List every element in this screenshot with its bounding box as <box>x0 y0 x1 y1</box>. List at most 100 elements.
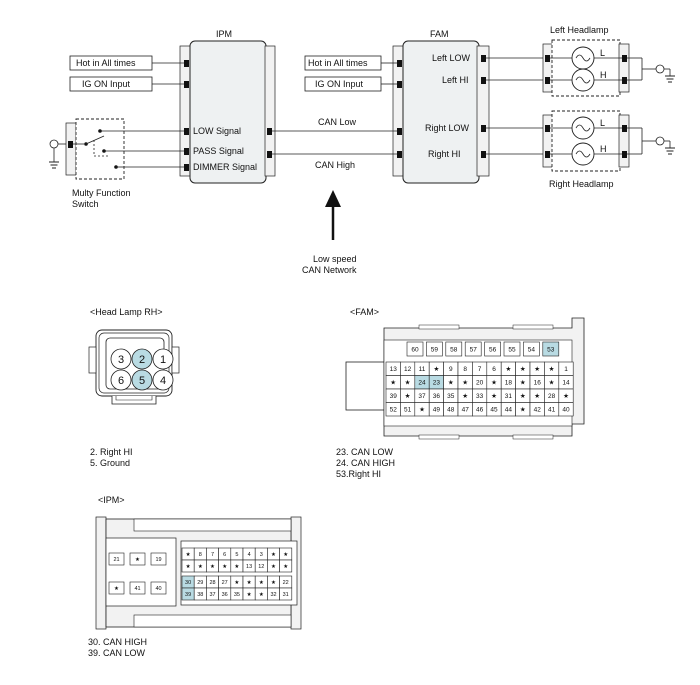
connector-pin: 35 <box>230 587 244 601</box>
connector-pin: 19 <box>150 552 167 566</box>
connector-pin: 46 <box>472 402 488 417</box>
connector-pin: ★ <box>515 375 531 390</box>
fam-pin-right-low: Right LOW <box>425 123 470 133</box>
can-high-label: CAN High <box>315 160 356 170</box>
svg-text:★: ★ <box>222 563 227 570</box>
connector-pin: ★ <box>544 361 560 376</box>
connector-pin: ★ <box>385 375 401 390</box>
svg-text:49: 49 <box>433 407 441 414</box>
right-headlamp <box>542 110 630 172</box>
connector-pin: 36 <box>428 388 444 403</box>
connector-pin: 39 <box>385 388 401 403</box>
svg-text:1: 1 <box>160 354 166 366</box>
svg-text:★: ★ <box>247 591 252 598</box>
wires <box>124 57 545 168</box>
ipm-connector-note: 39. CAN LOW <box>88 648 146 658</box>
svg-text:7: 7 <box>478 366 482 373</box>
connector-pin: 44 <box>500 402 516 417</box>
svg-text:52: 52 <box>390 407 398 414</box>
svg-text:3: 3 <box>260 552 263 558</box>
ipm-pin-dimmer: DIMMER Signal <box>193 162 258 172</box>
fam-connector-note: 24. CAN HIGH <box>336 458 396 468</box>
svg-text:★: ★ <box>520 365 526 373</box>
svg-text:53: 53 <box>547 346 555 353</box>
svg-text:41: 41 <box>548 407 556 414</box>
svg-text:55: 55 <box>508 346 516 353</box>
supply-boxes <box>69 55 382 92</box>
svg-text:9: 9 <box>449 366 453 373</box>
svg-text:36: 36 <box>222 592 228 598</box>
connector-pin: ★ <box>230 575 244 589</box>
ground-icon <box>49 139 66 169</box>
connector-pin: ★ <box>108 581 125 595</box>
svg-text:★: ★ <box>247 579 252 586</box>
connector-pin: 2 <box>131 348 153 370</box>
ground-icon <box>655 64 675 83</box>
svg-text:★: ★ <box>114 585 119 592</box>
connector-pin: ★ <box>400 375 416 390</box>
switch-label-line1: Multy Function <box>72 188 131 198</box>
connector-pin: 5 <box>230 547 244 561</box>
svg-text:★: ★ <box>433 365 439 373</box>
svg-text:★: ★ <box>534 365 540 373</box>
svg-text:★: ★ <box>234 579 239 586</box>
connector-pin: 35 <box>443 388 459 403</box>
connector-pin: 3 <box>254 547 268 561</box>
svg-text:★: ★ <box>491 392 497 400</box>
connector-pin: ★ <box>267 547 280 561</box>
svg-text:59: 59 <box>431 346 439 353</box>
svg-text:29: 29 <box>197 580 203 586</box>
lamp-high-label: H <box>600 144 607 154</box>
connector-pin: ★ <box>515 388 531 403</box>
svg-text:20: 20 <box>476 380 484 387</box>
connector-pin: ★ <box>129 552 146 566</box>
svg-text:★: ★ <box>448 379 454 387</box>
ipm-pin-marks <box>184 60 272 171</box>
fam-connector-note: 23. CAN LOW <box>336 447 394 457</box>
svg-text:★: ★ <box>271 563 276 570</box>
connector-pin: 6 <box>486 361 502 376</box>
fam-title: FAM <box>430 29 449 39</box>
connector-pin: ★ <box>242 575 256 589</box>
svg-text:6: 6 <box>118 375 124 387</box>
connector-pin: 9 <box>443 361 459 376</box>
svg-text:36: 36 <box>433 393 441 400</box>
svg-text:2: 2 <box>139 354 145 366</box>
svg-text:19: 19 <box>155 557 161 563</box>
connector-pin: ★ <box>558 388 574 403</box>
svg-text:28: 28 <box>548 393 556 400</box>
svg-text:★: ★ <box>505 365 511 373</box>
connector-pin: 24 <box>414 375 430 390</box>
svg-text:★: ★ <box>405 392 411 400</box>
svg-text:31: 31 <box>505 393 513 400</box>
connector-pin: 54 <box>523 341 540 357</box>
svg-text:4: 4 <box>248 552 251 558</box>
connector-pin: 11 <box>414 361 430 376</box>
ipm-connector-title: <IPM> <box>98 495 125 505</box>
svg-text:★: ★ <box>405 379 411 387</box>
fam-connector-title: <FAM> <box>350 307 380 317</box>
connector-pin: 51 <box>400 402 416 417</box>
svg-text:18: 18 <box>505 380 513 387</box>
connector-pin: 48 <box>443 402 459 417</box>
connector-pin: 31 <box>279 587 293 601</box>
svg-text:33: 33 <box>476 393 484 400</box>
right-headlamp-title: Right Headlamp <box>549 179 614 189</box>
svg-text:12: 12 <box>258 564 264 570</box>
ipm-ig-label: IG ON Input <box>82 79 131 89</box>
connector-pin: 29 <box>193 575 207 589</box>
connector-pin: ★ <box>230 559 244 573</box>
svg-text:★: ★ <box>549 379 555 387</box>
connector-pin: ★ <box>400 388 416 403</box>
connector-pin: ★ <box>457 388 473 403</box>
connector-pin: ★ <box>267 575 280 589</box>
svg-text:13: 13 <box>246 564 252 570</box>
svg-text:★: ★ <box>520 379 526 387</box>
connector-pin: 23 <box>428 375 444 390</box>
svg-text:60: 60 <box>411 346 419 353</box>
svg-text:5: 5 <box>235 552 238 558</box>
svg-text:8: 8 <box>199 552 202 558</box>
svg-text:56: 56 <box>489 346 497 353</box>
connector-pin: ★ <box>443 375 459 390</box>
head-lamp-rh-title: <Head Lamp RH> <box>90 307 163 317</box>
